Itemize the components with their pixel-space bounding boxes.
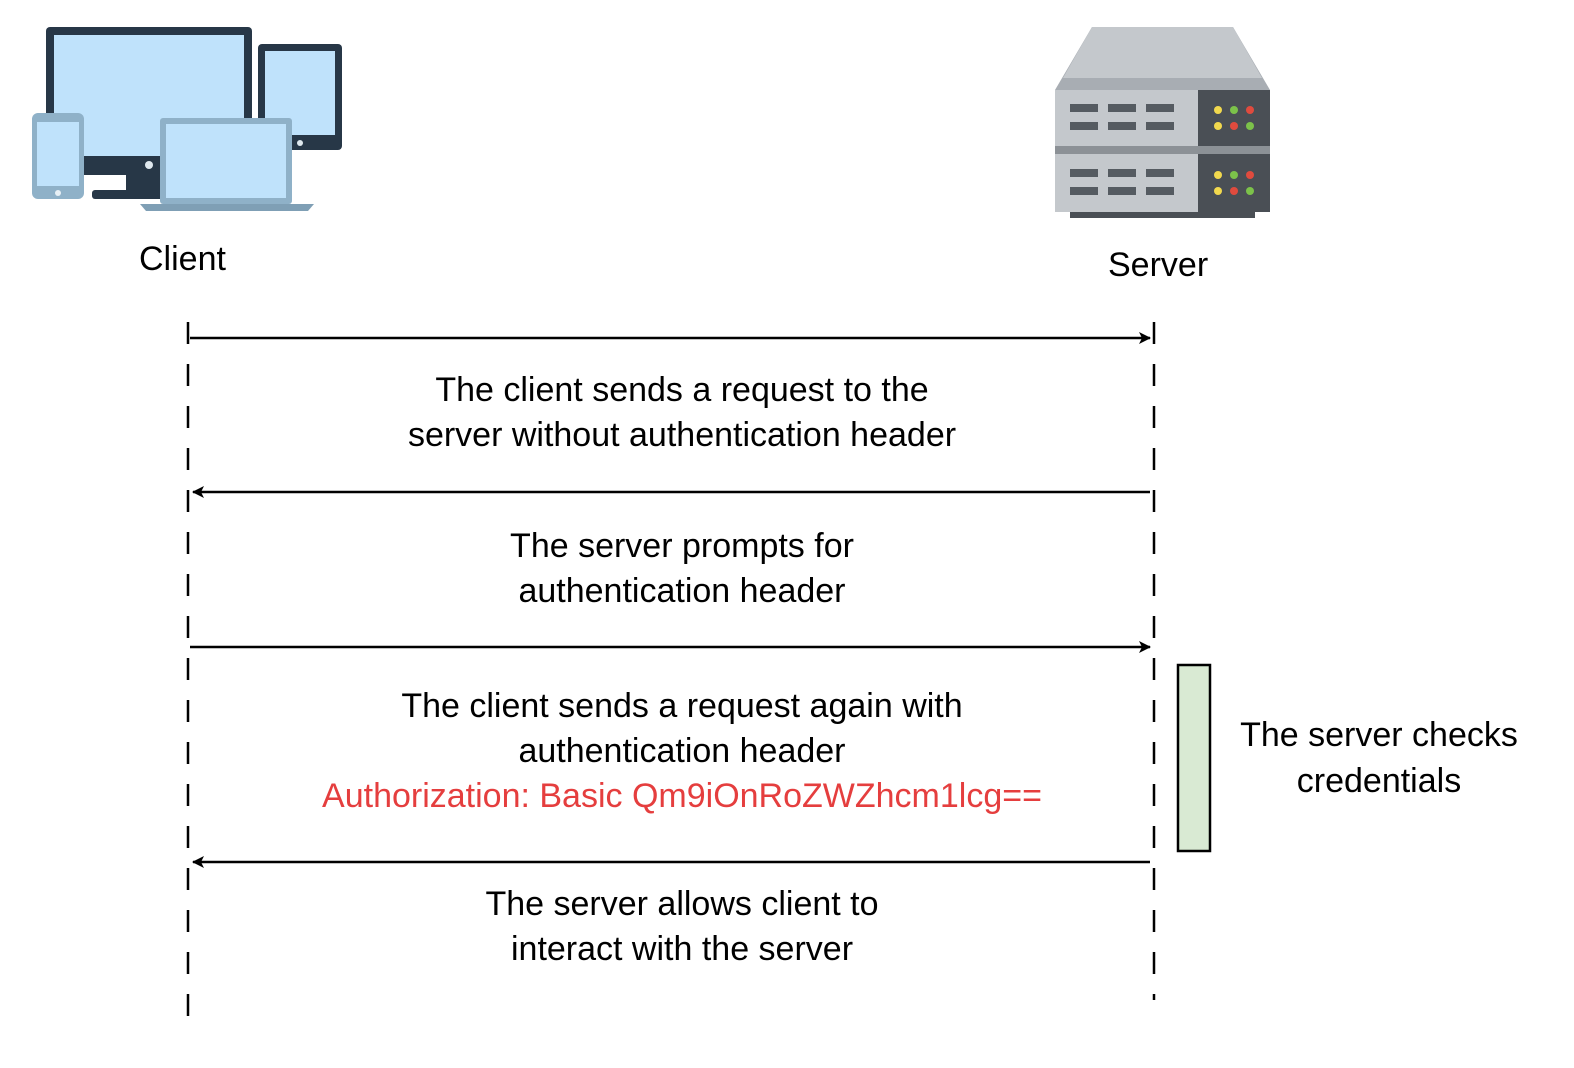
client-label: Client — [139, 240, 226, 278]
message-request-with-auth: The client sends a request again with au… — [232, 684, 1132, 819]
message-line: The client sends a request to the — [435, 371, 929, 409]
devices-icon — [32, 27, 342, 211]
message-line: server without authentication header — [407, 416, 957, 454]
server-activation-box — [1176, 663, 1212, 853]
server-label: Server — [1108, 246, 1209, 284]
check-line: The server checks — [1240, 716, 1518, 754]
message-line: The server allows client to — [485, 885, 879, 923]
server-check-label: The server checks credentials — [1220, 712, 1538, 804]
message-prompt-auth: The server prompts for authentication he… — [232, 524, 1132, 614]
check-line: credentials — [1296, 762, 1462, 800]
message-request-no-auth: The client sends a request to the server… — [232, 368, 1132, 458]
server-rack-icon — [1055, 27, 1270, 218]
message-line: authentication header — [518, 732, 846, 770]
message-line: The server prompts for — [510, 527, 854, 565]
authorization-header-text: Authorization: Basic Qm9iOnRoZWZhcm1lcg=… — [322, 777, 1042, 815]
message-allow-interaction: The server allows client to interact wit… — [232, 882, 1132, 972]
message-line: interact with the server — [510, 930, 854, 968]
message-line: The client sends a request again with — [401, 687, 963, 725]
message-line: authentication header — [518, 572, 846, 610]
